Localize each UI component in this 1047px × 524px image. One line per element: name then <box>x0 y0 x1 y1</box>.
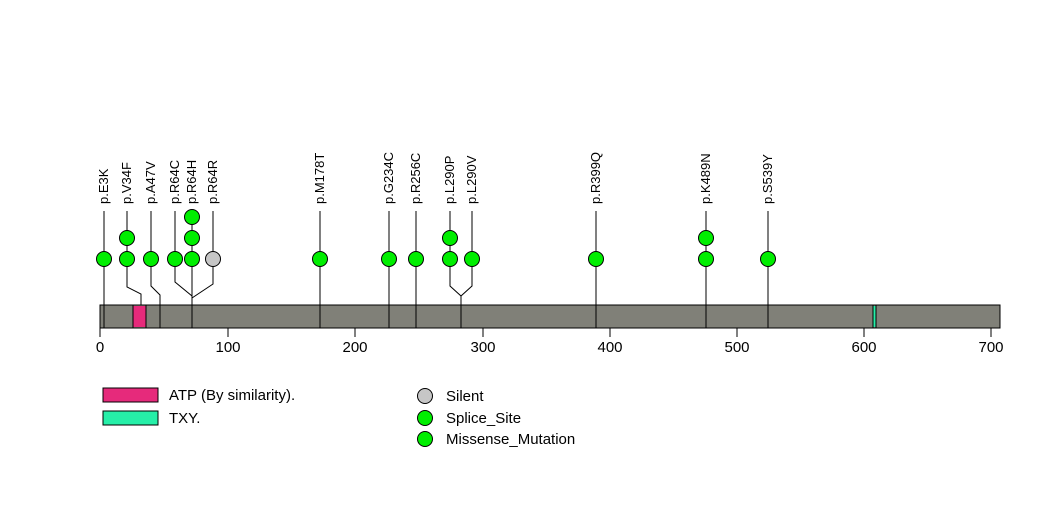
lollipop-p-L290V[interactable]: p.L290V <box>460 155 480 305</box>
legend-item-missense-mutation[interactable]: Missense_Mutation <box>417 431 576 448</box>
lollipop-p-M178T[interactable]: p.M178T <box>312 153 328 305</box>
lollipop-node[interactable] <box>381 251 397 267</box>
mutation-label-p-K489N: p.K489N <box>698 153 713 204</box>
mutation-label-p-L290V: p.L290V <box>464 155 479 204</box>
lollipop-node[interactable] <box>184 209 200 225</box>
lollipop-node[interactable] <box>698 230 714 246</box>
legend-dot-missense-mutation <box>417 431 433 447</box>
legend-item-silent[interactable]: Silent <box>417 388 485 405</box>
mutation-label-p-A47V: p.A47V <box>143 161 158 204</box>
lollipop-p-E3K[interactable]: p.E3K <box>96 168 112 305</box>
protein-backbone[interactable] <box>99 304 1001 329</box>
legend-dot-silent <box>417 388 433 404</box>
mutation-label-p-S539Y: p.S539Y <box>760 154 775 204</box>
lollipop-stem-bend <box>150 277 161 305</box>
lollipop-p-R256C[interactable]: p.R256C <box>408 153 424 305</box>
lollipop-p-A47V[interactable]: p.A47V <box>143 161 161 305</box>
legend-item-splice-site[interactable]: Splice_Site <box>417 410 522 427</box>
lollipop-node[interactable] <box>119 251 135 267</box>
legend-swatch-txy <box>102 410 159 426</box>
lollipop-node[interactable] <box>442 251 458 267</box>
domain-region-atp[interactable] <box>133 306 146 327</box>
lollipop-node[interactable] <box>167 251 183 267</box>
legend-label-silent: Silent <box>446 388 484 405</box>
legend-label-splice-site: Splice_Site <box>446 410 521 427</box>
mutation-label-p-E3K: p.E3K <box>96 168 111 204</box>
legend-domains: ATP (By similarity). TXY. <box>102 387 295 427</box>
lollipop-node[interactable] <box>442 230 458 246</box>
legend-item-atp[interactable]: ATP (By similarity). <box>102 387 295 404</box>
axis-tick-label-400: 400 <box>597 339 622 356</box>
lollipop-node[interactable] <box>760 251 776 267</box>
legend-item-txy[interactable]: TXY. <box>102 410 200 427</box>
lollipop-node[interactable] <box>205 251 221 267</box>
lollipop-p-V34F[interactable]: p.V34F <box>119 162 142 305</box>
legend-label-atp: ATP (By similarity). <box>169 387 295 404</box>
lollipop-node[interactable] <box>464 251 480 267</box>
mutation-label-p-G234C: p.G234C <box>381 152 396 204</box>
lollipop-node[interactable] <box>184 230 200 246</box>
axis-tick-label-100: 100 <box>215 339 240 356</box>
lollipop-node[interactable] <box>143 251 159 267</box>
lollipop-p-R399Q[interactable]: p.R399Q <box>588 152 604 305</box>
lollipop-p-L290P[interactable]: p.L290P <box>442 156 462 305</box>
lollipop-stem-bend <box>191 277 214 305</box>
legend-dot-splice-site <box>417 410 433 426</box>
lollipop-p-R64H[interactable]: p.R64H <box>184 160 200 305</box>
axis-tick-label-200: 200 <box>342 339 367 356</box>
lollipop-node[interactable] <box>184 251 200 267</box>
axis-tick-label-0: 0 <box>96 339 104 356</box>
mutation-label-p-R64H: p.R64H <box>184 160 199 204</box>
lollipop-node[interactable] <box>588 251 604 267</box>
bar-separators <box>103 305 877 328</box>
mutation-label-p-M178T: p.M178T <box>312 153 327 204</box>
lollipop-p-S539Y[interactable]: p.S539Y <box>760 154 776 305</box>
legend-label-txy: TXY. <box>169 410 200 427</box>
mutation-label-p-R64C: p.R64C <box>167 160 182 204</box>
domain-region-txy[interactable] <box>873 306 876 327</box>
lollipop-stem-bend <box>460 277 473 305</box>
mutation-label-p-R64R: p.R64R <box>205 160 220 204</box>
x-axis: 0 100 200 300 400 500 600 700 <box>96 328 1004 356</box>
mutation-label-p-V34F: p.V34F <box>119 162 134 204</box>
axis-tick-label-600: 600 <box>851 339 876 356</box>
axis-tick-label-500: 500 <box>724 339 749 356</box>
legend-mutation-types: Silent Splice_Site Missense_Mutation <box>417 388 576 448</box>
lollipop-p-R64R[interactable]: p.R64R <box>191 160 221 305</box>
mutation-label-p-L290P: p.L290P <box>442 156 457 204</box>
legend-swatch-atp <box>102 387 159 403</box>
lollipop-p-K489N[interactable]: p.K489N <box>698 153 714 305</box>
mutation-label-p-R256C: p.R256C <box>408 153 423 204</box>
lollipop-node[interactable] <box>698 251 714 267</box>
lollipop-node[interactable] <box>312 251 328 267</box>
lollipop-stem-bend <box>126 268 142 305</box>
lollipop-p-R64C[interactable]: p.R64C <box>167 160 193 305</box>
mutation-label-p-R399Q: p.R399Q <box>588 152 603 204</box>
lollipop-p-G234C[interactable]: p.G234C <box>381 152 397 305</box>
axis-tick-label-700: 700 <box>978 339 1003 356</box>
legend-label-missense-mutation: Missense_Mutation <box>446 431 575 448</box>
lollipop-node[interactable] <box>119 230 135 246</box>
axis-tick-label-300: 300 <box>470 339 495 356</box>
lollipop-node[interactable] <box>408 251 424 267</box>
protein-bar[interactable] <box>99 304 1001 329</box>
lollipop-node[interactable] <box>96 251 112 267</box>
